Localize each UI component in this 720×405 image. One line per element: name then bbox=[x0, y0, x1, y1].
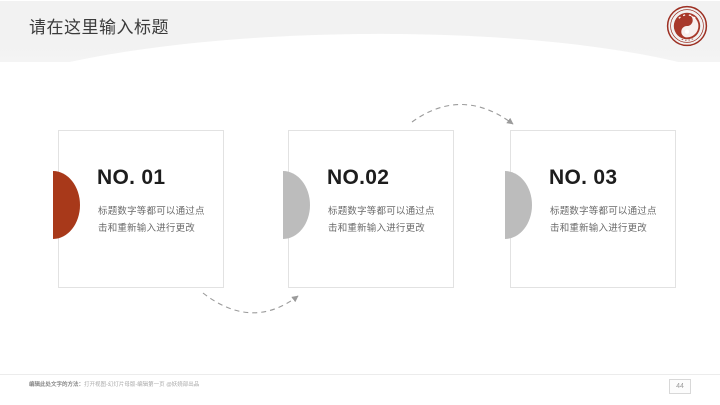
page-title: 请在这里输入标题 bbox=[29, 18, 169, 37]
slide-header bbox=[0, 0, 720, 62]
card-3-heading: NO. 03 bbox=[549, 166, 618, 189]
seal-logo-svg bbox=[666, 5, 708, 47]
card-3-body: 标题数字等都可以通过点击和重新输入进行更改 bbox=[550, 206, 657, 234]
footer-note-text: 打开视图-幻灯片母版-编辑第一页 @妖娆部出品 bbox=[84, 382, 200, 388]
card-2-body: 标题数字等都可以通过点击和重新输入进行更改 bbox=[328, 206, 435, 234]
info-card-3[interactable]: NO. 03 标题数字等都可以通过点击和重新输入进行更改 bbox=[510, 130, 676, 288]
card-2-heading: NO.02 bbox=[327, 166, 390, 189]
info-card-2[interactable]: NO.02 标题数字等都可以通过点击和重新输入进行更改 bbox=[288, 130, 454, 288]
page-number-badge: 44 bbox=[669, 379, 691, 394]
footer-note-label: 编辑此处文字的方法： bbox=[29, 382, 85, 388]
footer-note: 编辑此处文字的方法：打开视图-幻灯片母版-编辑第一页 @妖娆部出品 bbox=[29, 381, 199, 390]
arrow-card2-to-card3 bbox=[411, 104, 514, 125]
card-1-heading: NO. 01 bbox=[97, 166, 166, 189]
card-1-body: 标题数字等都可以通过点击和重新输入进行更改 bbox=[98, 206, 205, 234]
footer-divider bbox=[0, 374, 720, 375]
circular-seal-logo bbox=[666, 5, 708, 47]
arrow-card1-to-card2 bbox=[202, 292, 299, 314]
header-top-hairline bbox=[0, 0, 720, 1]
info-card-1[interactable]: NO. 01 标题数字等都可以通过点击和重新输入进行更改 bbox=[58, 130, 224, 288]
